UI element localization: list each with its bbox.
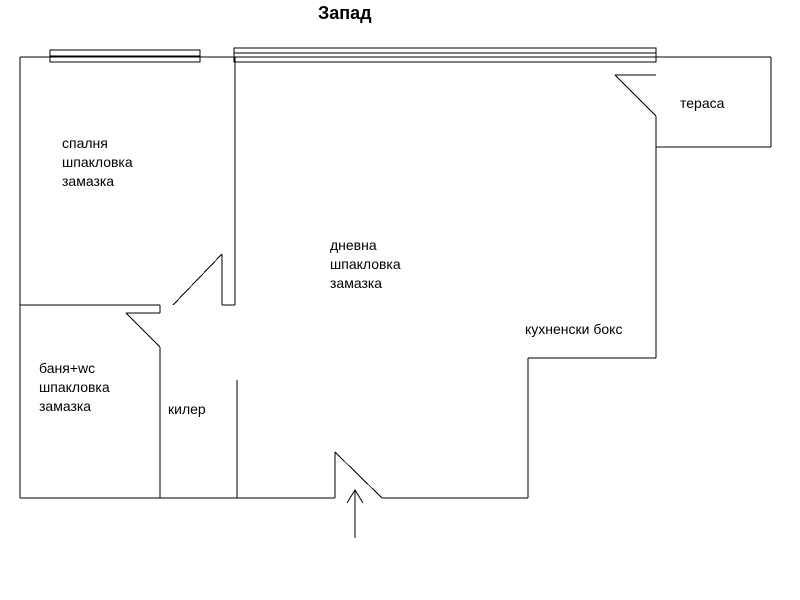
bedroom-door-leaf — [172, 253, 223, 306]
room-label-living: дневна шпакловка замазка — [330, 237, 401, 291]
room-label-bath: баня+wc шпакловка замазка — [39, 360, 110, 414]
room-label-kitchen: кухненски бокс — [525, 321, 623, 337]
room-label-terrace: тераса — [680, 95, 725, 111]
window-living — [233, 47, 657, 63]
orientation-heading: Запад — [318, 3, 372, 23]
entrance-arrow-icon — [346, 489, 364, 538]
room-label-pantry: килер — [168, 401, 206, 417]
terrace-door-leaf — [614, 74, 657, 117]
entrance-door-leaf — [334, 451, 383, 499]
bath-door-leaf — [125, 312, 161, 348]
room-label-bedroom: спалня шпакловка замазка — [62, 135, 133, 189]
